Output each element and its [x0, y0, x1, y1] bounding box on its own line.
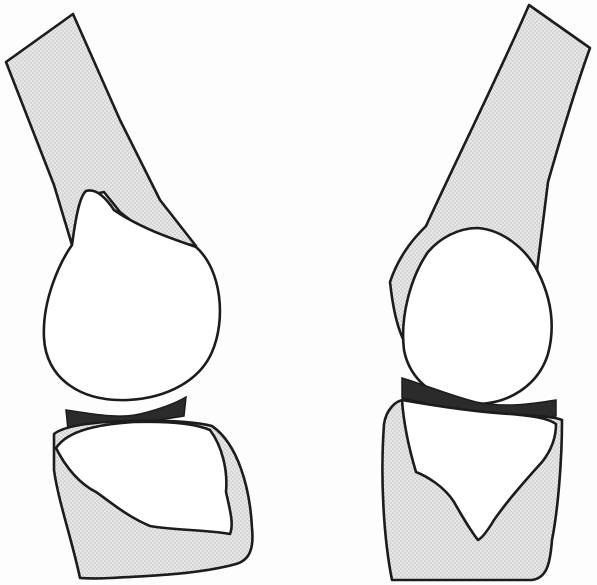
left-knee-panel — [6, 14, 252, 578]
right-knee-panel — [382, 5, 590, 580]
